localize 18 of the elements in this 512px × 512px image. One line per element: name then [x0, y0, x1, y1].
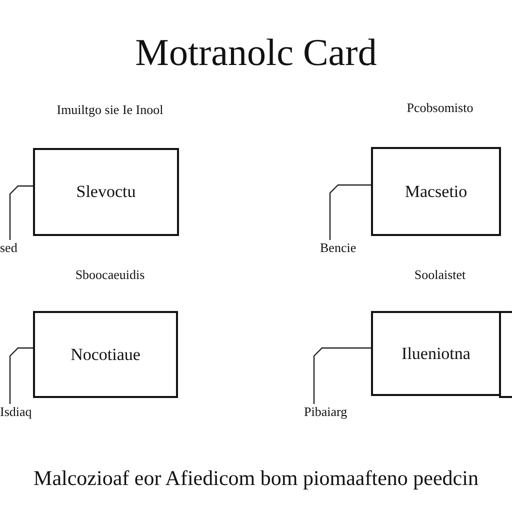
- box-heading: Pcobsomisto: [406, 100, 474, 116]
- leader-line: [329, 184, 371, 240]
- callout-label: Isdiaq: [0, 404, 32, 420]
- box-heading: Imuiltgo sie Ie Inool: [56, 102, 164, 118]
- box-label: Slevoctu: [76, 182, 136, 202]
- diagram-title: Motranolc Card: [134, 31, 378, 76]
- leader-line: [313, 347, 371, 404]
- box-heading: Sboocaeuidis: [74, 267, 146, 283]
- box-label: Nocotiaue: [70, 344, 140, 364]
- box-label: Ilueniotna: [402, 344, 470, 364]
- box-label: Macsetio: [404, 182, 468, 202]
- callout-label: Bencie: [320, 240, 356, 256]
- callout-label: Pibaiarg: [304, 404, 348, 420]
- diagram-caption: Malcozioaf eor Afiedicom bom piomaafteno peedcin: [32, 465, 480, 491]
- leader-line: [9, 185, 33, 240]
- leader-line: [9, 347, 33, 404]
- box-heading: Soolaistet: [413, 267, 467, 283]
- callout-label: sed: [0, 240, 18, 256]
